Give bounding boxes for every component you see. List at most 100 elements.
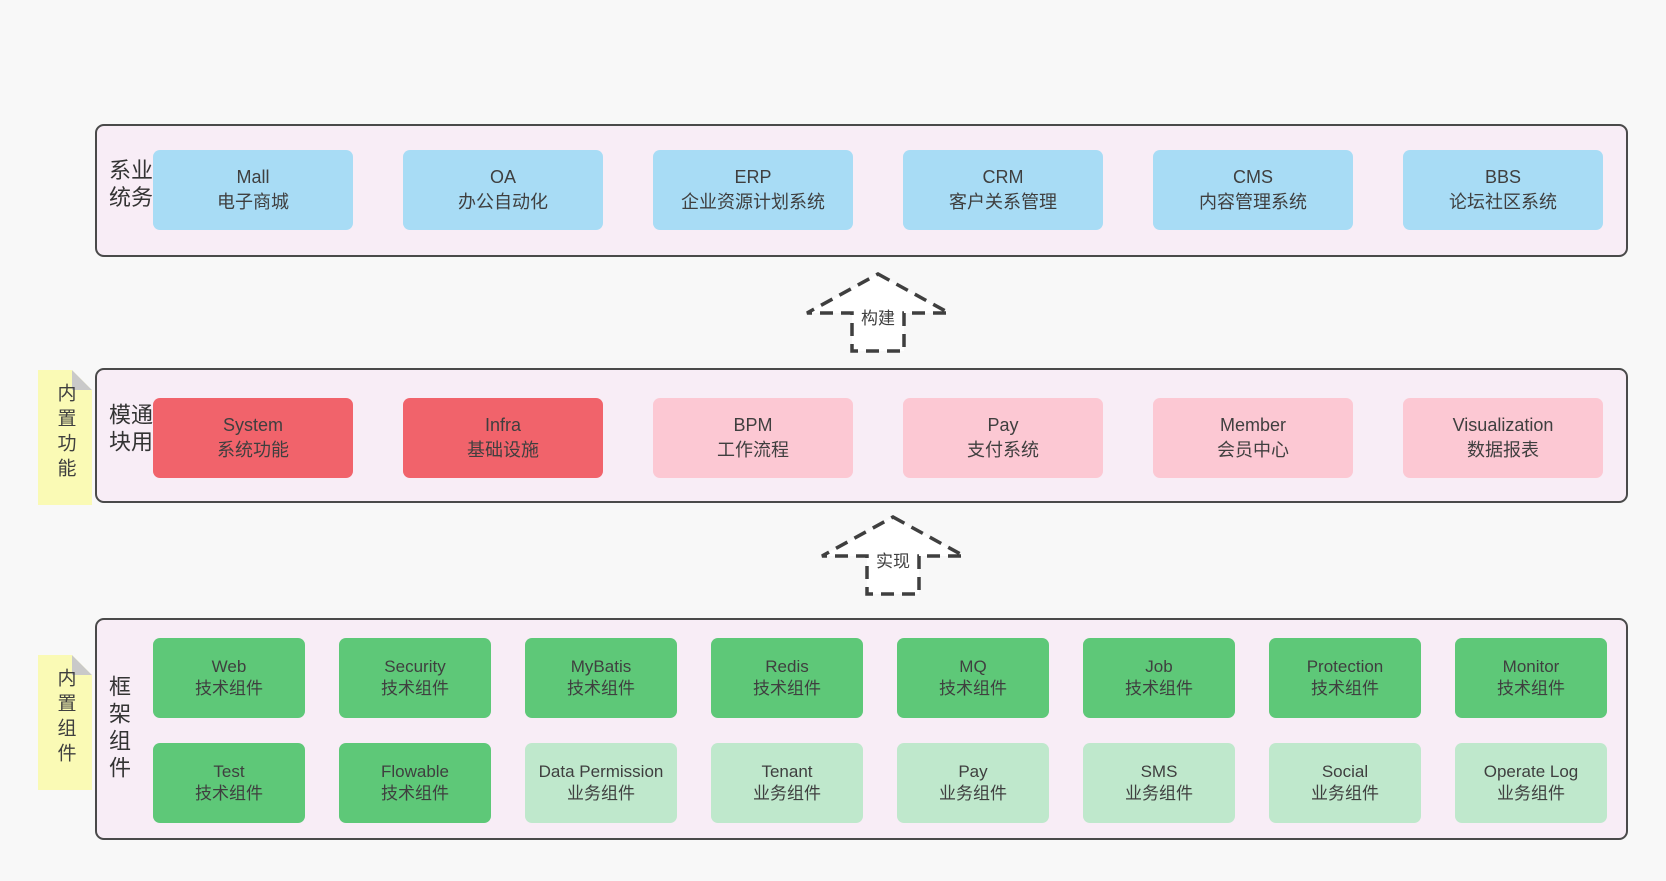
- box-subtitle: 电子商城: [217, 192, 289, 212]
- box-title: Social: [1321, 762, 1369, 781]
- box-subtitle: 技术组件: [195, 784, 263, 803]
- box-subtitle: 技术组件: [567, 679, 635, 698]
- box-subtitle: 技术组件: [381, 784, 449, 803]
- box-title: MyBatis: [570, 657, 632, 676]
- common-box-row: System 系统功能 Infra 基础设施 BPM 工作流程 Pay 支付系统…: [153, 398, 1603, 478]
- box-subtitle: 基础设施: [467, 440, 539, 460]
- box-erp: ERP 企业资源计划系统: [653, 150, 853, 230]
- box-test: Test 技术组件: [153, 743, 305, 823]
- box-title: Visualization: [1452, 415, 1554, 435]
- box-system: System 系统功能: [153, 398, 353, 478]
- box-subtitle: 内容管理系统: [1199, 192, 1307, 212]
- box-subtitle: 支付系统: [967, 440, 1039, 460]
- arrow-implement: 实现: [818, 514, 968, 598]
- box-flowable: Flowable 技术组件: [339, 743, 491, 823]
- box-redis: Redis 技术组件: [711, 638, 863, 718]
- box-title: OA: [489, 167, 516, 187]
- sticky-note-label: 内置组件: [54, 668, 76, 768]
- box-subtitle: 技术组件: [1125, 679, 1193, 698]
- box-security: Security 技术组件: [339, 638, 491, 718]
- box-pay-biz: Pay 业务组件: [897, 743, 1049, 823]
- box-title: Data Permission: [538, 762, 664, 781]
- box-subtitle: 企业资源计划系统: [681, 192, 825, 212]
- box-title: Pay: [987, 415, 1019, 435]
- box-sms: SMS 业务组件: [1083, 743, 1235, 823]
- box-subtitle: 业务组件: [753, 784, 821, 803]
- box-subtitle: 业务组件: [1125, 784, 1193, 803]
- box-crm: CRM 客户关系管理: [903, 150, 1103, 230]
- layer-label-framework: 框架组件: [106, 675, 131, 783]
- box-subtitle: 业务组件: [1311, 784, 1379, 803]
- box-data-permission: Data Permission 业务组件: [525, 743, 677, 823]
- box-subtitle: 系统功能: [217, 440, 289, 460]
- sticky-note-built-in-features: 内置功能: [38, 370, 92, 505]
- box-mybatis: MyBatis 技术组件: [525, 638, 677, 718]
- layer-framework-components: 框架组件 Web 技术组件 Security 技术组件 MyBatis 技术组件…: [95, 618, 1628, 840]
- box-title: Job: [1145, 657, 1173, 676]
- box-title: Member: [1219, 415, 1286, 435]
- box-protection: Protection 技术组件: [1269, 638, 1421, 718]
- box-mall: Mall 电子商城: [153, 150, 353, 230]
- framework-box-row-2: Test 技术组件 Flowable 技术组件 Data Permission …: [153, 743, 1607, 823]
- box-subtitle: 办公自动化: [458, 192, 548, 212]
- box-subtitle: 业务组件: [939, 784, 1007, 803]
- box-subtitle: 客户关系管理: [949, 192, 1057, 212]
- box-title: Protection: [1306, 657, 1384, 676]
- arrow-build-label: 构建: [858, 304, 898, 329]
- box-title: Test: [213, 762, 245, 781]
- box-title: Pay: [958, 762, 988, 781]
- layer-label-common: 通用模块: [106, 402, 153, 457]
- business-box-row: Mall 电子商城 OA 办公自动化 ERP 企业资源计划系统 CRM 客户关系…: [153, 150, 1603, 230]
- box-title: Infra: [484, 415, 522, 435]
- framework-box-row-1: Web 技术组件 Security 技术组件 MyBatis 技术组件 Redi…: [153, 638, 1607, 718]
- box-web: Web 技术组件: [153, 638, 305, 718]
- box-bbs: BBS 论坛社区系统: [1403, 150, 1603, 230]
- arrow-implement-label: 实现: [873, 547, 913, 572]
- box-title: MQ: [959, 657, 987, 676]
- box-title: BBS: [1484, 167, 1522, 187]
- box-title: Flowable: [380, 762, 450, 781]
- box-operate-log: Operate Log 业务组件: [1455, 743, 1607, 823]
- box-title: System: [222, 415, 283, 435]
- box-title: Redis: [765, 657, 809, 676]
- box-bpm: BPM 工作流程: [653, 398, 853, 478]
- box-title: Operate Log: [1483, 762, 1579, 781]
- box-mq: MQ 技术组件: [897, 638, 1049, 718]
- box-subtitle: 业务组件: [1497, 784, 1565, 803]
- box-infra: Infra 基础设施: [403, 398, 603, 478]
- box-social: Social 业务组件: [1269, 743, 1421, 823]
- box-title: CMS: [1233, 167, 1273, 187]
- box-cms: CMS 内容管理系统: [1153, 150, 1353, 230]
- box-subtitle: 会员中心: [1217, 440, 1289, 460]
- box-subtitle: 业务组件: [567, 784, 635, 803]
- box-subtitle: 数据报表: [1467, 440, 1539, 460]
- box-title: Security: [384, 657, 446, 676]
- box-job: Job 技术组件: [1083, 638, 1235, 718]
- box-title: Monitor: [1502, 657, 1560, 676]
- box-subtitle: 工作流程: [717, 440, 789, 460]
- box-subtitle: 技术组件: [1311, 679, 1379, 698]
- box-title: BPM: [733, 415, 773, 435]
- box-visualization: Visualization 数据报表: [1403, 398, 1603, 478]
- box-title: ERP: [734, 167, 772, 187]
- box-pay: Pay 支付系统: [903, 398, 1103, 478]
- box-title: Tenant: [761, 762, 813, 781]
- box-subtitle: 技术组件: [195, 679, 263, 698]
- box-tenant: Tenant 业务组件: [711, 743, 863, 823]
- sticky-note-built-in-components: 内置组件: [38, 655, 92, 790]
- box-title: Mall: [236, 167, 270, 187]
- box-title: Web: [211, 657, 247, 676]
- layer-common-modules: 通用模块 System 系统功能 Infra 基础设施 BPM 工作流程 Pay…: [95, 368, 1628, 503]
- box-title: CRM: [982, 167, 1024, 187]
- box-subtitle: 技术组件: [753, 679, 821, 698]
- layer-business-systems: 业务系统 Mall 电子商城 OA 办公自动化 ERP 企业资源计划系统 CRM…: [95, 124, 1628, 257]
- sticky-note-label: 内置功能: [54, 383, 76, 483]
- box-subtitle: 论坛社区系统: [1449, 192, 1557, 212]
- layer-label-business: 业务系统: [106, 158, 153, 213]
- box-monitor: Monitor 技术组件: [1455, 638, 1607, 718]
- box-member: Member 会员中心: [1153, 398, 1353, 478]
- box-subtitle: 技术组件: [1497, 679, 1565, 698]
- box-subtitle: 技术组件: [939, 679, 1007, 698]
- arrow-build: 构建: [803, 271, 953, 355]
- box-title: SMS: [1140, 762, 1178, 781]
